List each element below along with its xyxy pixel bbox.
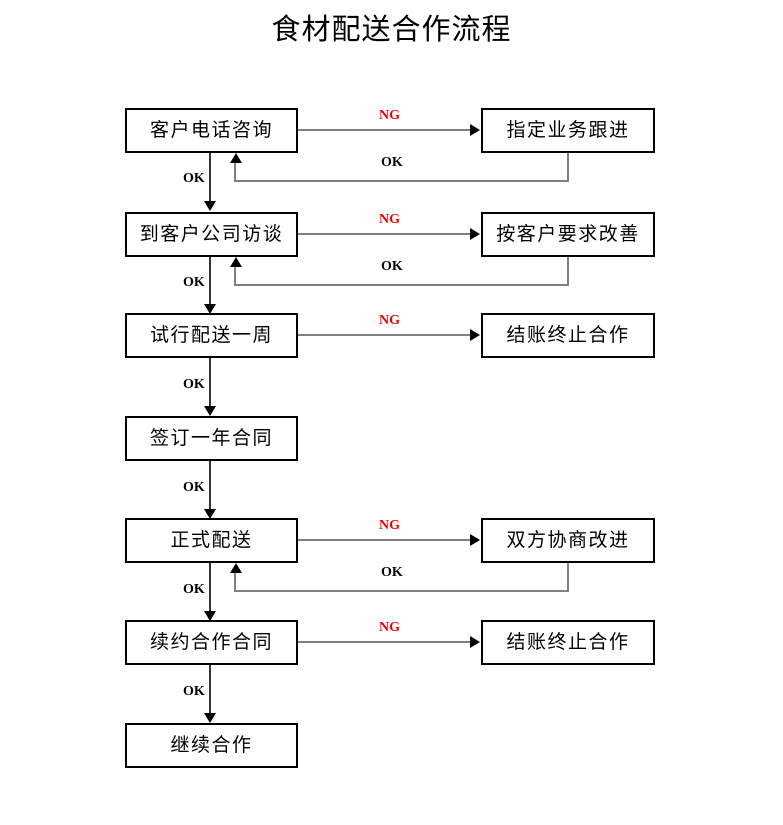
edge-step4-down-arrowhead (204, 509, 216, 519)
edge-step1-ng-arrowhead (470, 124, 480, 136)
edge-step6-down-line (209, 665, 211, 715)
edge-step6-ng-arrowhead (470, 636, 480, 648)
edge-step2-return-arrowhead (230, 257, 242, 267)
edge-step3-down-line (209, 358, 211, 408)
node-step6[interactable]: 续约合作合同 (125, 620, 298, 665)
node-step5[interactable]: 正式配送 (125, 518, 298, 563)
node-step6-ng[interactable]: 结账终止合作 (481, 620, 655, 665)
edge-step2-ng-arrowhead (470, 228, 480, 240)
node-step2-ng[interactable]: 按客户要求改善 (481, 212, 655, 257)
edge-label-step2-ng: NG (379, 212, 400, 227)
edge-step5-ng-line (298, 539, 470, 541)
edge-label-step1-ng: NG (379, 108, 400, 123)
edge-step2-down-line (209, 257, 211, 306)
edge-label-step2-down-ok: OK (183, 275, 205, 290)
edge-step5-return-hline (234, 590, 569, 592)
node-step1[interactable]: 客户电话咨询 (125, 108, 298, 153)
page-title: 食材配送合作流程 (271, 14, 512, 46)
edge-step2-ng-line (298, 233, 470, 235)
edge-step2-return-vline-left (234, 267, 236, 286)
node-step4[interactable]: 签订一年合同 (125, 416, 298, 461)
edge-step5-return-vline-right (567, 563, 569, 592)
edge-step1-down-line (209, 153, 211, 203)
edge-label-step6-down-ok: OK (183, 684, 205, 699)
edge-step5-return-arrowhead (230, 563, 242, 573)
edge-label-step3-ng: NG (379, 313, 400, 328)
edge-step3-ng-arrowhead (470, 329, 480, 341)
edge-step5-return-vline-left (234, 573, 236, 592)
edge-step3-down-arrowhead (204, 406, 216, 416)
node-step3[interactable]: 试行配送一周 (125, 313, 298, 358)
node-step5-ng[interactable]: 双方协商改进 (481, 518, 655, 563)
node-step3-ng[interactable]: 结账终止合作 (481, 313, 655, 358)
edge-step1-return-hline (234, 180, 569, 182)
edge-step5-down-line (209, 563, 211, 613)
edge-label-step5-return-ok: OK (381, 565, 403, 580)
edge-label-step6-ng: NG (379, 620, 400, 635)
edge-label-step3-down-ok: OK (183, 377, 205, 392)
edge-step1-return-vline-left (234, 163, 236, 182)
edge-step2-down-arrowhead (204, 304, 216, 314)
edge-label-step1-return-ok: OK (381, 155, 403, 170)
edge-step6-down-arrowhead (204, 713, 216, 723)
edge-step4-down-line (209, 461, 211, 511)
edge-label-step2-return-ok: OK (381, 259, 403, 274)
edge-label-step5-down-ok: OK (183, 582, 205, 597)
edge-step2-return-vline-right (567, 257, 569, 286)
edge-step2-return-hline (234, 284, 569, 286)
node-step2[interactable]: 到客户公司访谈 (125, 212, 298, 257)
edge-step6-ng-line (298, 641, 470, 643)
node-step7[interactable]: 继续合作 (125, 723, 298, 768)
edge-step1-ng-line (298, 129, 470, 131)
edge-step5-down-arrowhead (204, 611, 216, 621)
edge-label-step1-down-ok: OK (183, 171, 205, 186)
node-step1-ng[interactable]: 指定业务跟进 (481, 108, 655, 153)
edge-label-step5-ng: NG (379, 518, 400, 533)
edge-step5-ng-arrowhead (470, 534, 480, 546)
edge-label-step4-down-ok: OK (183, 480, 205, 495)
edge-step1-return-vline-right (567, 153, 569, 182)
edge-step1-return-arrowhead (230, 153, 242, 163)
edge-step1-down-arrowhead (204, 201, 216, 211)
edge-step3-ng-line (298, 334, 470, 336)
